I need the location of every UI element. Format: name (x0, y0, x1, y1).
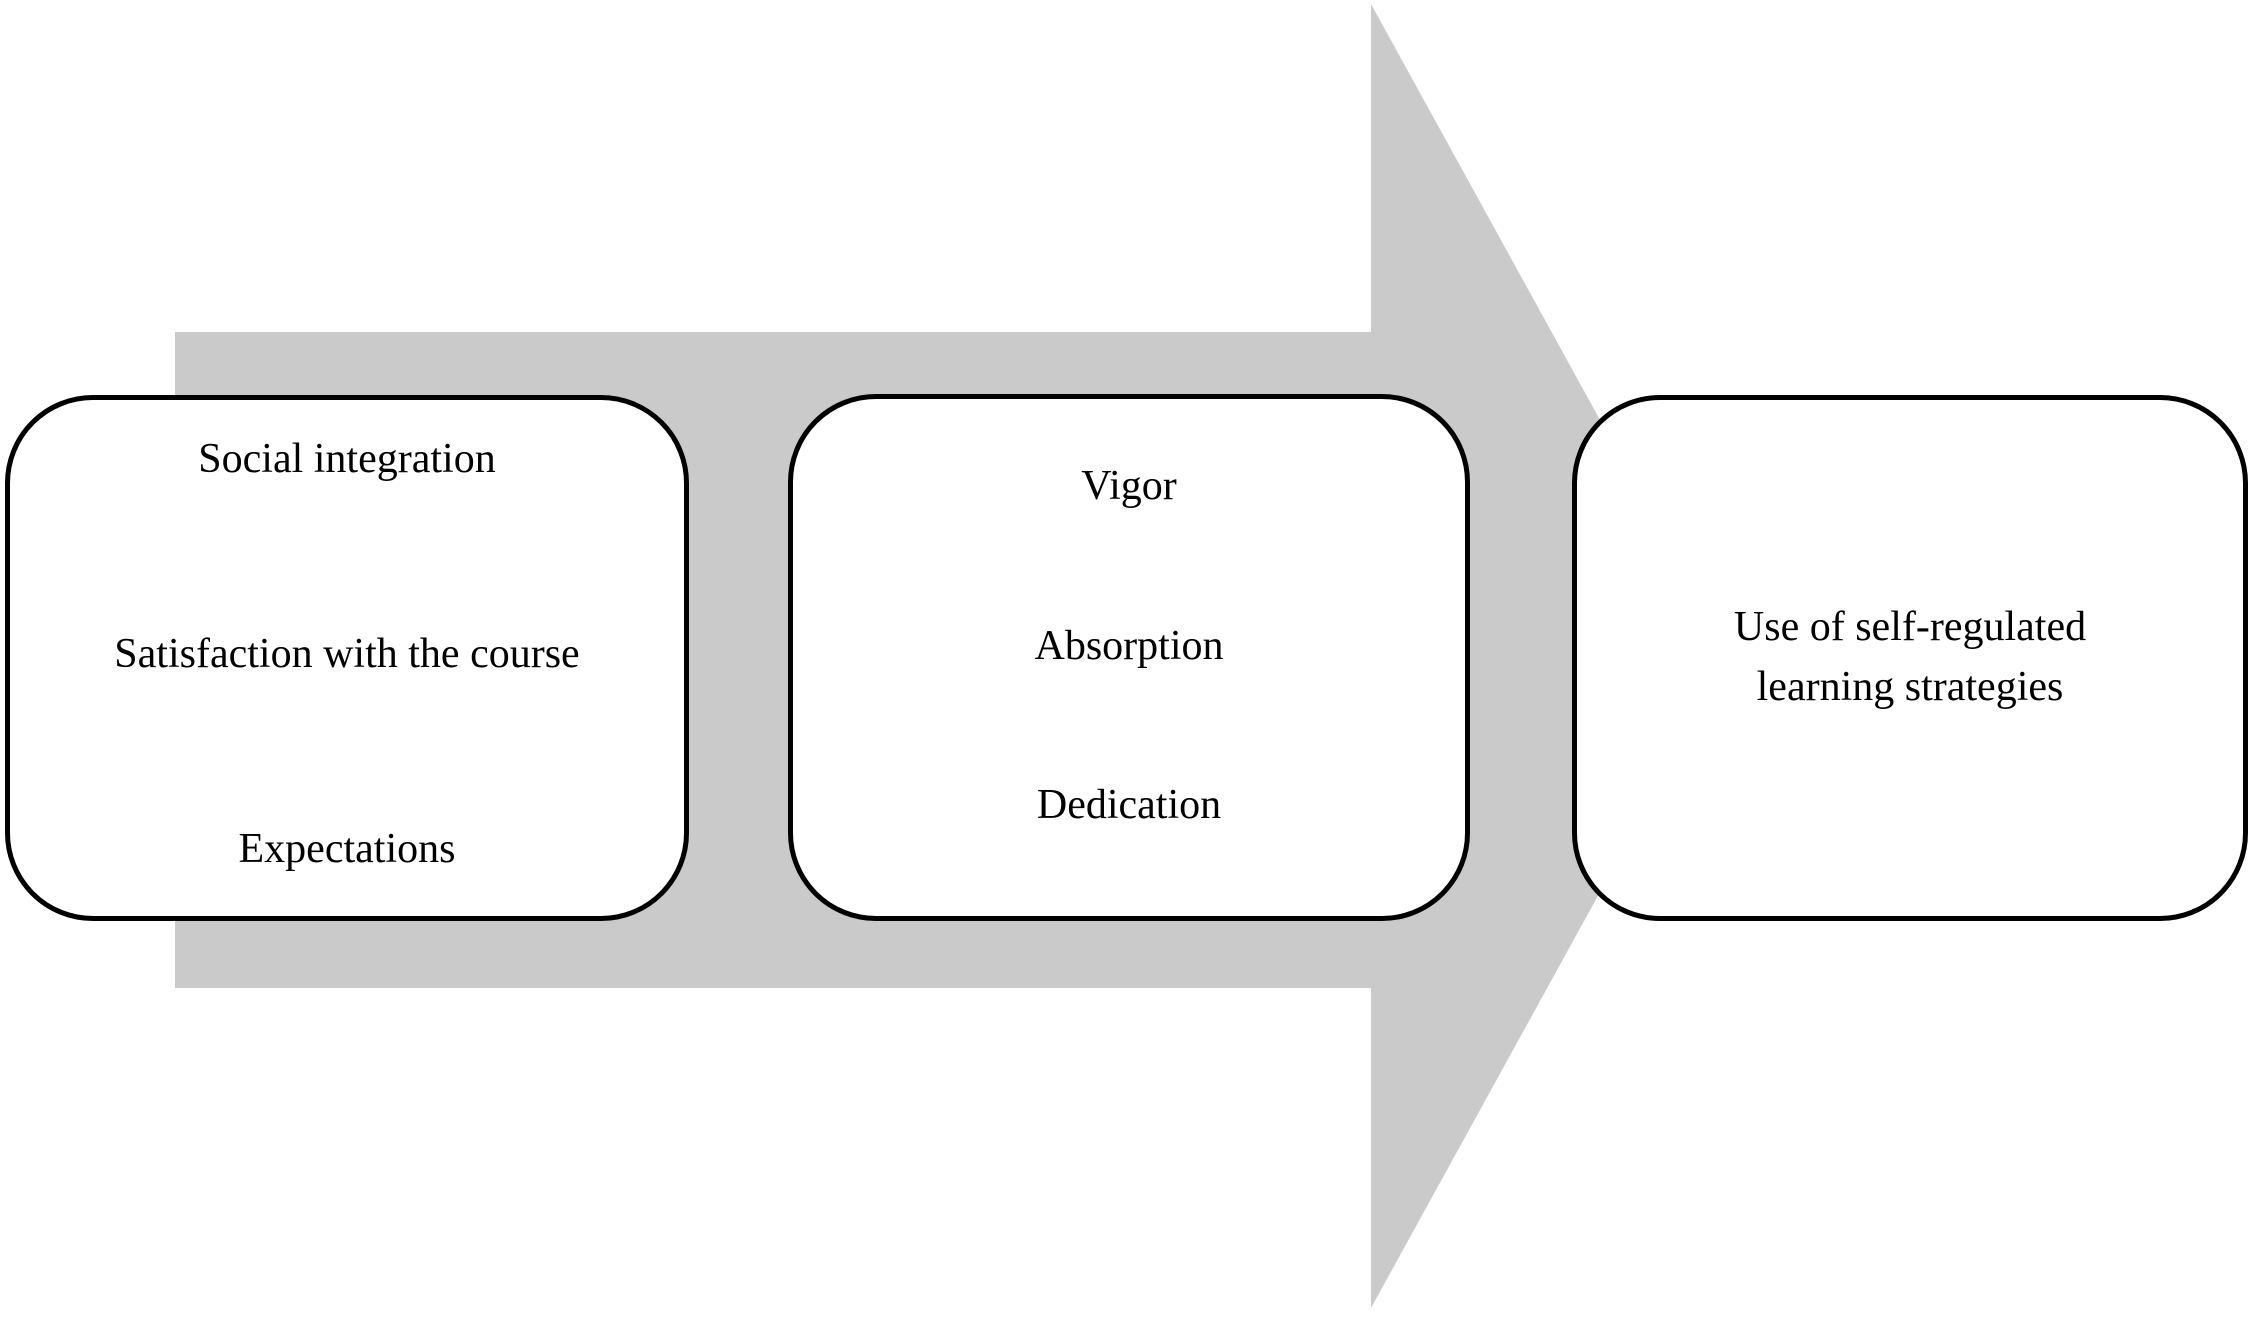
box-antecedents: Social integration Satisfaction with the… (5, 395, 689, 921)
engagement-dedication: Dedication (1036, 782, 1222, 829)
outcome-self-regulated-learning: Use of self-regulated learning strategie… (1733, 604, 2087, 710)
antecedent-satisfaction-with-course: Satisfaction with the course (114, 631, 580, 678)
engagement-absorption: Absorption (1034, 622, 1224, 669)
antecedent-expectations: Expectations (238, 826, 456, 873)
engagement-vigor: Vigor (1081, 463, 1177, 509)
antecedent-social-integration: Social integration (198, 436, 496, 482)
box-engagement-dimensions: Vigor Absorption Dedication (788, 394, 1470, 921)
box-outcome: Use of self-regulated learning strategie… (1572, 395, 2248, 921)
